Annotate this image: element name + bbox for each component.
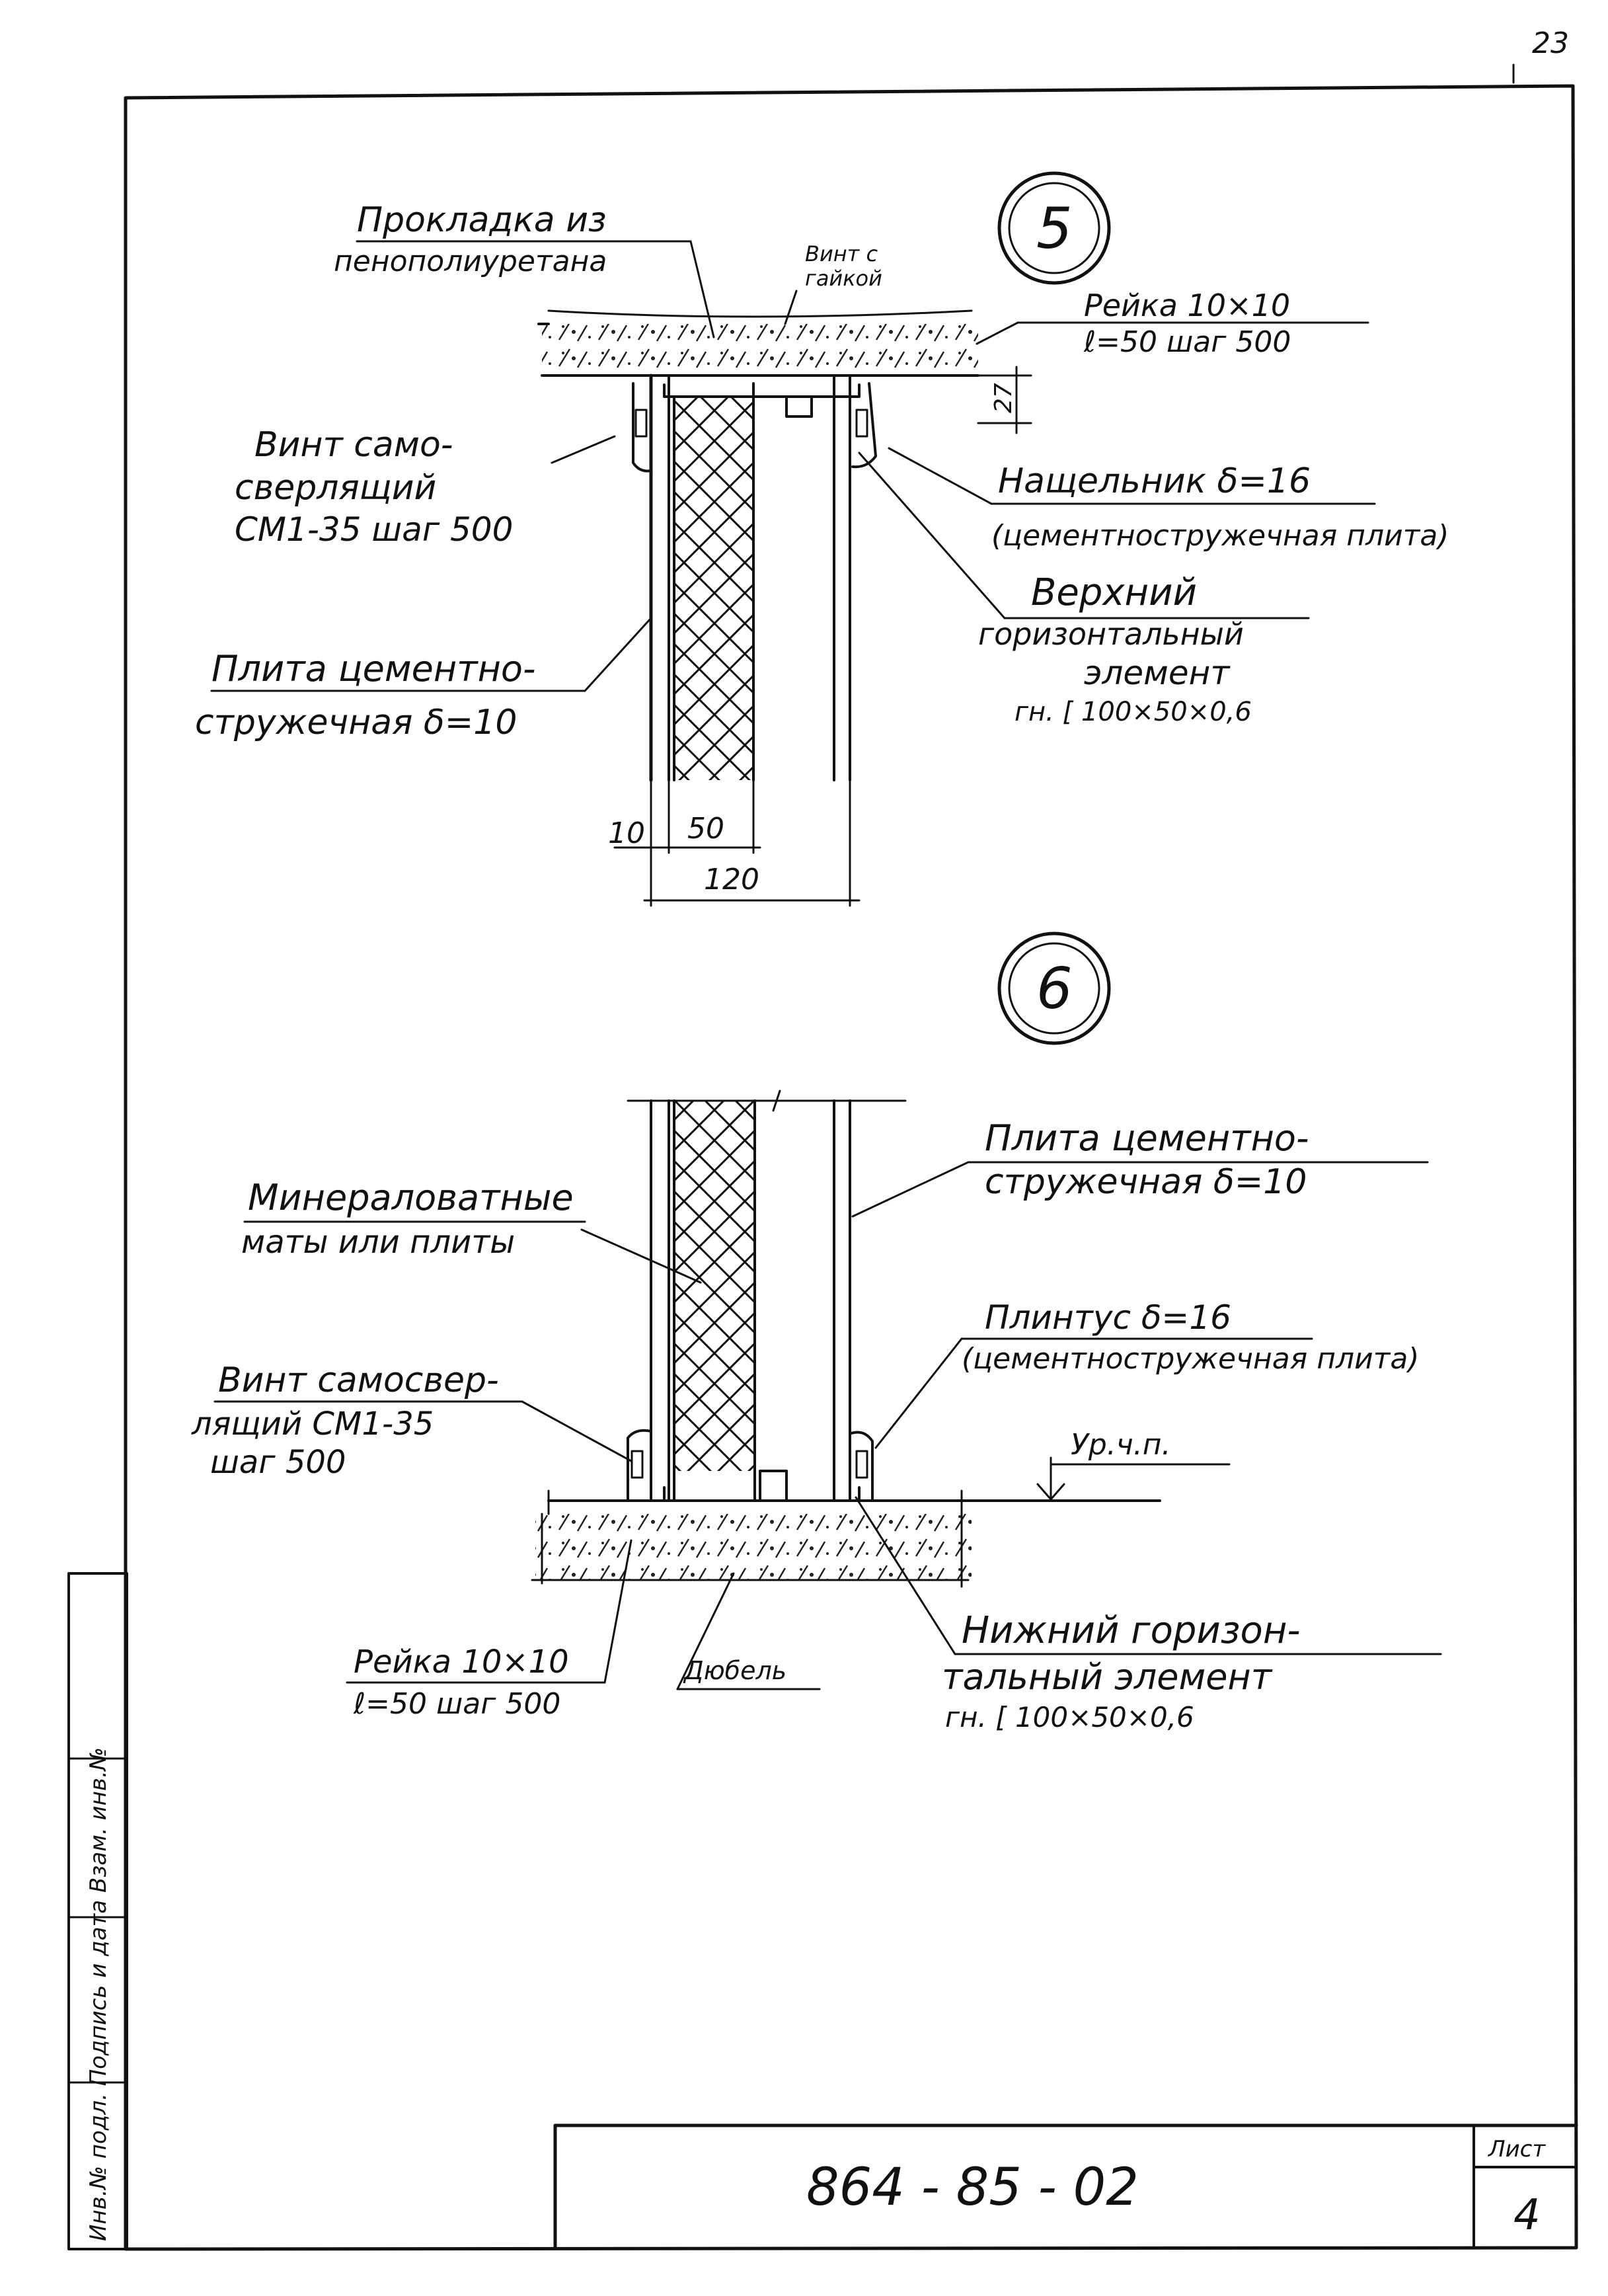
label-self-drill-6-2: лящий СМ1-35	[191, 1405, 434, 1443]
leader-wool	[580, 1228, 702, 1284]
detail-6-number: 6	[1036, 956, 1073, 1022]
label-self-drill-5-3: СМ1-35 шаг 500	[235, 510, 513, 549]
leader-lower	[855, 1496, 956, 1655]
dim-27-line	[977, 366, 1032, 434]
leader-board-6	[851, 1161, 970, 1218]
label-lower-3: гн. [ 100×50×0,6	[945, 1701, 1194, 1733]
side-stamp: Инв.№ подл. Подпись и дата Взам. инв.№	[67, 1572, 128, 2250]
dim-120: 120	[704, 863, 759, 896]
label-board-5-1: Плита цементно-	[211, 648, 535, 690]
detail-5-callout	[997, 171, 1111, 285]
label-wool-1: Минераловатные	[248, 1177, 574, 1218]
board-right-upper	[833, 374, 851, 781]
label-floor-level: Ур.ч.п.	[1071, 1428, 1170, 1462]
label-upper-1: Верхний	[1031, 571, 1197, 614]
label-screw-nut-2: гайкой	[805, 266, 882, 291]
label-lower-1: Нижний горизон-	[962, 1609, 1301, 1652]
label-wool-2: маты или плиты	[241, 1224, 515, 1261]
floor-level-mark	[1036, 1456, 1231, 1501]
sheet-label: Лист	[1487, 2136, 1546, 2162]
leader-batten-5	[976, 321, 1019, 345]
side-stamp-text: Инв.№ подл. Подпись и дата Взам. инв.№	[85, 1747, 112, 2241]
lower-channel	[663, 1470, 861, 1502]
label-cover-strip-2: (цементностружечная плита)	[991, 519, 1449, 553]
title-block: 864 - 85 - 02 Лист 4	[553, 2123, 1578, 2250]
upper-channel	[663, 383, 861, 418]
leader-plinth	[874, 1337, 963, 1449]
label-upper-3: элемент	[1084, 654, 1231, 692]
ceiling-slab	[542, 324, 978, 376]
label-batten-6-2: ℓ=50 шаг 500	[353, 1687, 560, 1721]
label-dowel: Дюбель	[683, 1656, 786, 1685]
leader-board-5	[584, 617, 652, 692]
page-number: 23	[1532, 26, 1569, 60]
label-gasket-1: Прокладка из	[357, 200, 607, 240]
cover-strip-right	[851, 382, 877, 469]
leader-batten-6	[603, 1539, 632, 1684]
label-upper-4: гн. [ 100×50×0,6	[1015, 697, 1252, 727]
dim-lines-bottom	[613, 779, 861, 907]
leader-upper	[858, 452, 1006, 619]
sheet-frame	[124, 84, 1578, 2251]
label-self-drill-6-1: Винт самосвер-	[218, 1361, 499, 1400]
leader-screw-nut	[784, 290, 798, 325]
label-lower-2: тальный элемент	[942, 1656, 1273, 1698]
detail-5: 5 27 10 50 120 Прокладка из пенополиурет…	[195, 171, 1449, 907]
dim-10: 10	[608, 816, 645, 850]
cover-strip-left	[632, 382, 652, 473]
document-code: 864 - 85 - 02	[806, 2158, 1139, 2217]
insulation-upper	[674, 397, 753, 780]
label-batten-6-1: Рейка 10×10	[354, 1643, 569, 1681]
label-upper-2: горизонтальный	[978, 616, 1244, 652]
plinth-right	[850, 1431, 874, 1502]
insulation-lower	[674, 1101, 755, 1471]
label-plinth-2: (цементностружечная плита)	[962, 1342, 1419, 1376]
dim-27: 27	[990, 383, 1017, 413]
label-self-drill-5-1: Винт само-	[254, 425, 453, 465]
label-board-5-2: стружечная δ=10	[195, 703, 517, 742]
label-batten-5-1: Рейка 10×10	[1084, 288, 1290, 323]
detail-6: 6 Ур.ч.п. Минераловатные маты или плиты …	[191, 931, 1442, 1733]
label-board-6-2: стружечная δ=10	[985, 1162, 1307, 1202]
label-cover-strip-1: Нащельник δ=16	[998, 461, 1311, 501]
leader-dowel	[676, 1572, 735, 1690]
label-self-drill-6-3: шаг 500	[210, 1444, 346, 1481]
label-batten-5-2: ℓ=50 шаг 500	[1083, 325, 1291, 359]
label-gasket-2: пенополиуретана	[334, 245, 607, 278]
label-plinth-1: Плинтус δ=16	[985, 1298, 1231, 1337]
detail-6-callout	[997, 931, 1111, 1045]
leader-gasket	[689, 240, 715, 338]
label-screw-nut-1: Винт с	[805, 241, 878, 266]
floor-slab	[535, 1514, 972, 1580]
label-self-drill-5-2: сверлящий	[235, 468, 436, 508]
leader-self-drill-5	[551, 435, 616, 464]
plinth-left	[627, 1429, 652, 1502]
detail-5-number: 5	[1036, 196, 1073, 262]
leader-self-drill-6	[521, 1400, 632, 1462]
dim-50: 50	[687, 812, 724, 846]
label-board-6-1: Плита цементно-	[985, 1117, 1309, 1159]
leader-cover-strip	[888, 447, 993, 505]
sheet-number: 4	[1513, 2191, 1541, 2240]
